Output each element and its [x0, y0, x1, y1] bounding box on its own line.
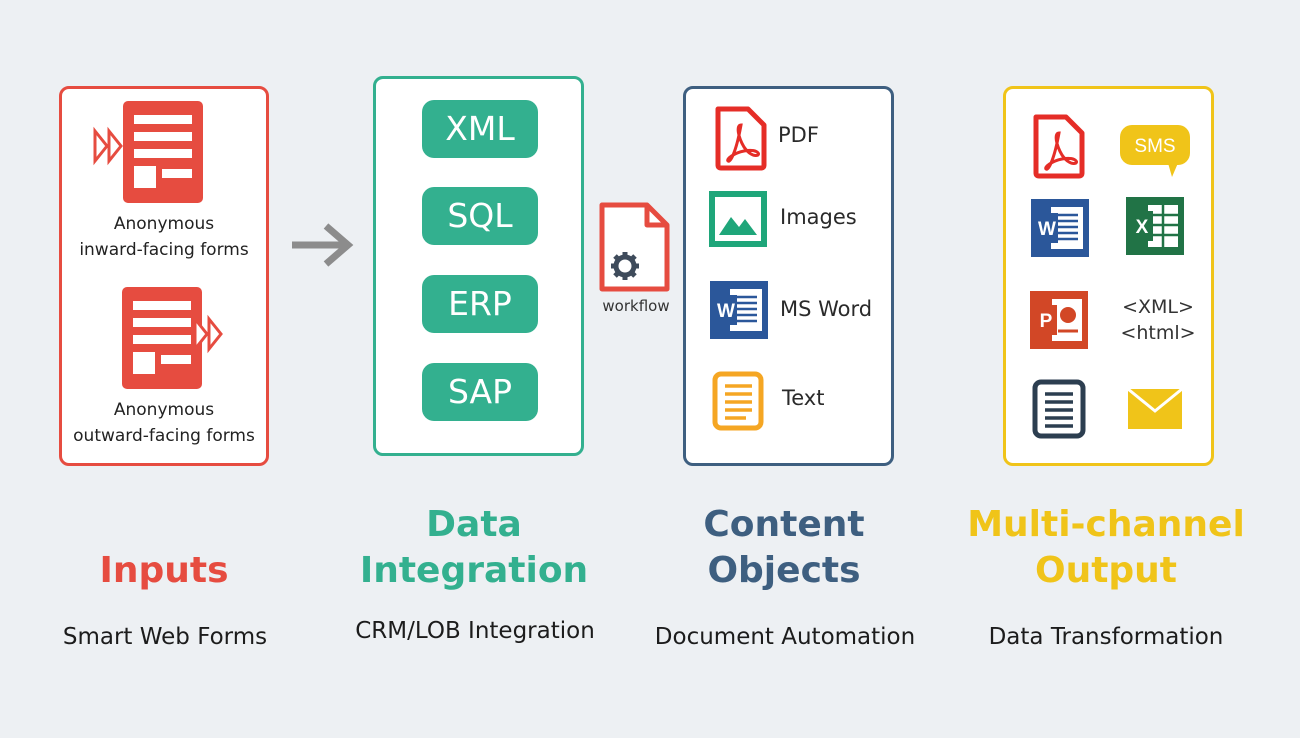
right-arrow-icon [292, 223, 354, 267]
svg-text:X: X [1136, 217, 1149, 238]
output-subtitle: Data Transformation [988, 624, 1224, 650]
inward-form-icon [93, 101, 203, 203]
ms-word-icon: W [710, 281, 768, 339]
output-title-line-1: Multi-channel [967, 504, 1245, 545]
integration-title-line-2: Integration [359, 550, 589, 591]
integration-subtitle: CRM/LOB Integration [355, 618, 595, 644]
integration-item-xml: XML [422, 100, 538, 158]
text-document-icon [712, 371, 764, 431]
integration-item-sql: SQL [422, 187, 538, 245]
document-icon [1032, 379, 1086, 439]
content-subtitle: Document Automation [654, 624, 916, 650]
integration-panel: XML SQL ERP SAP [373, 76, 584, 456]
content-title-line-2: Objects [707, 550, 861, 591]
output-pdf-icon [1033, 114, 1085, 179]
html-code-label: <html> [1120, 322, 1196, 344]
excel-icon: X [1126, 197, 1184, 255]
svg-text:W: W [1038, 219, 1056, 240]
output-word-icon: W [1031, 199, 1089, 257]
xml-code-label: <XML> [1122, 296, 1194, 318]
inputs-subtitle: Smart Web Forms [62, 624, 268, 650]
email-envelope-icon [1127, 387, 1183, 429]
image-icon [709, 191, 767, 247]
outward-forms-label-line-2: outward-facing forms [73, 426, 255, 446]
content-item-text-label: Text [782, 386, 825, 410]
sms-bubble-icon: SMS [1120, 125, 1190, 177]
content-item-images-label: Images [780, 205, 857, 229]
workflow-label: workflow [602, 297, 670, 315]
inward-forms-label-line-1: Anonymous [113, 214, 215, 234]
output-title-line-2: Output [1034, 550, 1178, 591]
inputs-panel: Anonymous inward-facing forms Anonymous … [59, 86, 269, 466]
content-panel: PDF Images W MS Word Text [683, 86, 894, 466]
sms-label: SMS [1134, 136, 1175, 157]
output-panel: SMS W X P <XML> <html> [1003, 86, 1214, 466]
outward-forms-label-line-1: Anonymous [113, 400, 215, 420]
integration-title-line-1: Data [426, 504, 522, 545]
integration-item-erp: ERP [422, 275, 538, 333]
svg-text:W: W [717, 301, 735, 322]
outward-form-icon [122, 287, 223, 389]
content-title-line-1: Content [703, 504, 865, 545]
inputs-title: Inputs [99, 550, 229, 591]
content-item-pdf-label: PDF [778, 123, 819, 147]
svg-text:P: P [1040, 311, 1053, 332]
integration-item-sap: SAP [422, 363, 538, 421]
workflow-gear-document-icon [599, 202, 670, 292]
powerpoint-icon: P [1030, 291, 1088, 349]
content-item-ms-word-label: MS Word [780, 297, 873, 321]
pdf-icon [715, 106, 767, 171]
inward-forms-label-line-2: inward-facing forms [79, 240, 249, 260]
